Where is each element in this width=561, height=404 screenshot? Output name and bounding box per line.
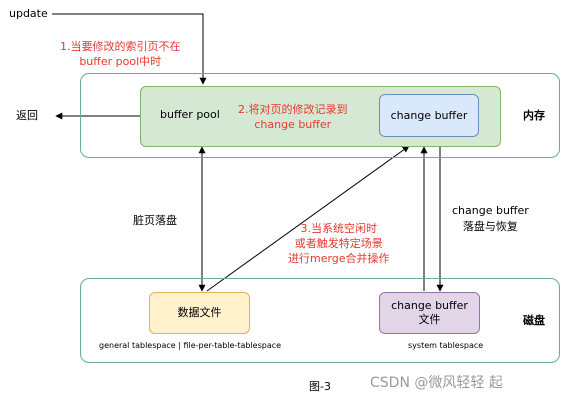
step1-line1: 1.当要修改的索引页不在 [60,40,181,53]
watermark: CSDN @微风轻轻 起 [370,375,503,391]
change-buffer-file-node: change buffer 文件 [379,292,480,334]
step1-line2: buffer pool中时 [79,55,162,68]
update-label: update [9,7,48,20]
merge-arrow [206,145,410,292]
buffer-pool-label: buffer pool [160,108,220,121]
system-tablespace-label: system tablespace [408,341,484,350]
disk-label: 磁盘 [523,314,545,327]
change-buffer-file-label-1: change buffer [391,299,468,312]
disk-region [80,278,560,363]
cb-flush-label-line2: 落盘与恢复 [462,220,518,233]
data-file-node: 数据文件 [149,292,250,334]
change-buffer-node: change buffer [379,94,479,137]
cb-flush-label-line1: change buffer [452,204,529,217]
step2-line1: 2.将对页的修改记录到 [238,103,348,116]
change-buffer-label: change buffer [390,108,468,122]
general-tablespace-label: general tablespace | file-per-table-tabl… [99,341,282,350]
return-label: 返回 [16,109,38,122]
step1-annotation: 1.当要修改的索引页不在 buffer pool中时 [60,39,181,69]
step3-line3: 进行merge合并操作 [288,252,390,265]
data-file-label: 数据文件 [177,306,222,319]
step3-line2: 或者触发特定场景 [294,237,383,250]
dirty-flush-label: 脏页落盘 [133,214,177,227]
step2-line2: change buffer [254,118,332,131]
figure-caption: 图-3 [309,380,331,393]
update-arrow [52,13,207,85]
step3-annotation: 3.当系统空闲时 或者触发特定场景 进行merge合并操作 [288,221,390,266]
cb-flush-label: change buffer 落盘与恢复 [452,203,529,235]
step2-annotation: 2.将对页的修改记录到 change buffer [238,102,348,132]
step3-line1: 3.当系统空闲时 [300,222,378,235]
change-buffer-file-label-2: 文件 [418,313,441,326]
memory-region [80,73,560,158]
memory-label: 内存 [523,109,545,122]
